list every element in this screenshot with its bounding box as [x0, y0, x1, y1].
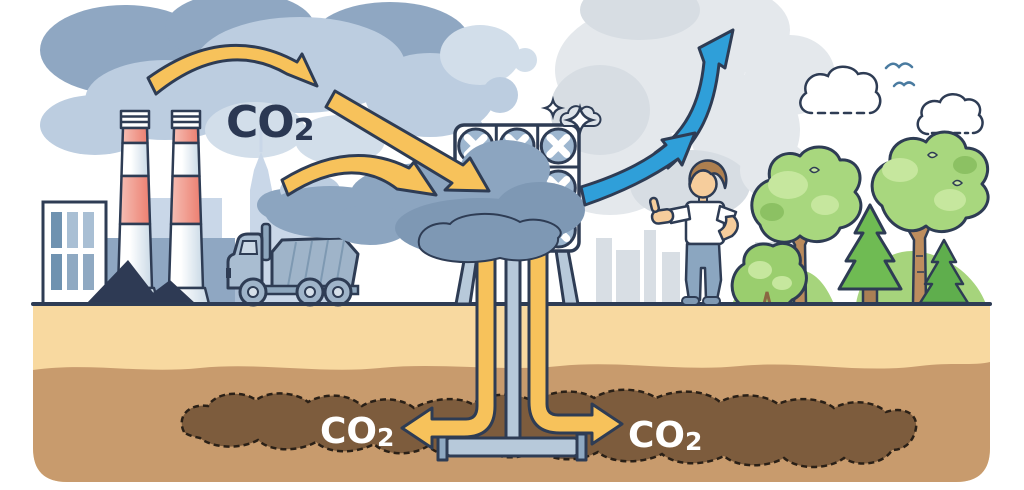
- cloud-icon: [916, 93, 984, 136]
- co2-pipe-arrows-underground: [400, 250, 624, 450]
- tree-canopy: [870, 130, 990, 234]
- person-thumbs-up: [648, 159, 739, 306]
- co2-pipe-left: [400, 250, 497, 450]
- person-hair: [688, 159, 728, 190]
- person-jeans: [684, 242, 723, 302]
- co2-pipe-right: [527, 250, 624, 446]
- bush: [730, 241, 808, 306]
- co2-label-storage-right: CO2: [628, 415, 702, 456]
- coal-pile: [86, 260, 196, 304]
- co2-label-storage-left: CO2: [320, 411, 394, 452]
- cloud-icon: [799, 65, 882, 115]
- person-shoe: [681, 296, 700, 306]
- co2-arrows: [146, 43, 491, 197]
- co2-label-emission: CO2: [226, 97, 314, 148]
- factory: [41, 109, 211, 306]
- co2-arrow-arc-top: [146, 43, 319, 96]
- thumbs-up-hand-icon: [650, 208, 675, 225]
- dump-truck: [226, 222, 360, 307]
- person-right-arm: [717, 214, 739, 242]
- person-shoe: [702, 296, 721, 306]
- fan-icon: [539, 127, 577, 165]
- truck-wheels: [238, 277, 353, 307]
- clean-air-arrow-lower: [579, 131, 697, 207]
- bird-icon: [884, 62, 916, 88]
- truck-window: [238, 240, 259, 255]
- co2-arrow-straight: [324, 89, 491, 193]
- tree-deciduous-right: [870, 130, 990, 306]
- factory-windows: [51, 212, 94, 290]
- co2-arrow-arc-low: [280, 154, 438, 197]
- clean-air-arrow: [579, 28, 735, 207]
- thumb-icon: [648, 196, 661, 214]
